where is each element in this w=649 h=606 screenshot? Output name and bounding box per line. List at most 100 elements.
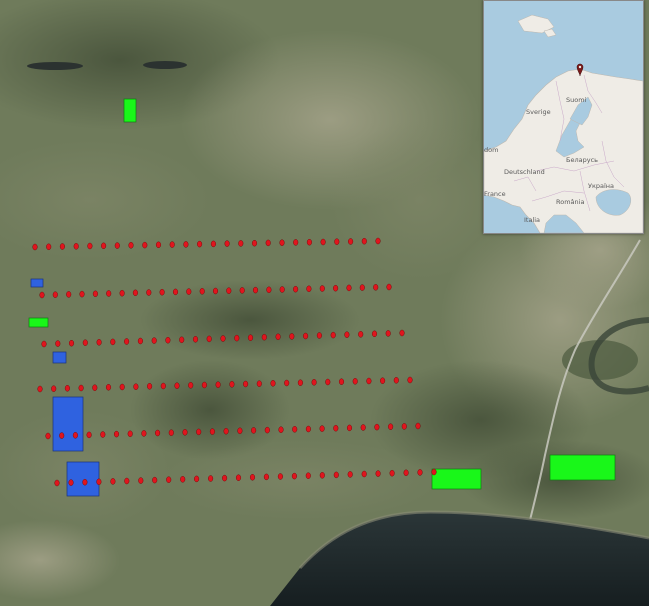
- sample-point[interactable]: [279, 286, 285, 293]
- sample-point[interactable]: [385, 330, 391, 337]
- sample-point[interactable]: [293, 239, 299, 246]
- sample-point[interactable]: [311, 379, 317, 386]
- sample-point[interactable]: [132, 289, 138, 297]
- sample-point[interactable]: [389, 469, 395, 477]
- sample-point[interactable]: [234, 334, 240, 342]
- sample-point[interactable]: [374, 423, 380, 431]
- sample-point[interactable]: [182, 429, 188, 436]
- sample-point[interactable]: [346, 424, 353, 432]
- sample-point[interactable]: [330, 331, 336, 339]
- sample-point[interactable]: [68, 479, 74, 486]
- sample-point[interactable]: [293, 285, 299, 293]
- sample-point[interactable]: [371, 330, 378, 338]
- sample-point[interactable]: [247, 334, 254, 341]
- sample-point[interactable]: [223, 427, 229, 435]
- sample-point[interactable]: [186, 288, 192, 295]
- sample-point[interactable]: [119, 289, 125, 297]
- blue-plot[interactable]: [52, 396, 84, 452]
- sample-point[interactable]: [45, 432, 51, 440]
- blue-plot[interactable]: [52, 351, 67, 364]
- sample-point[interactable]: [373, 284, 379, 291]
- sample-point[interactable]: [100, 431, 106, 438]
- sample-point[interactable]: [51, 385, 57, 392]
- sample-point[interactable]: [235, 474, 242, 481]
- sample-point[interactable]: [297, 379, 303, 386]
- sample-point[interactable]: [119, 383, 125, 391]
- sample-point[interactable]: [375, 237, 381, 245]
- sample-point[interactable]: [319, 472, 325, 479]
- sample-point[interactable]: [73, 243, 79, 250]
- sample-point[interactable]: [159, 288, 165, 296]
- sample-point[interactable]: [133, 383, 139, 390]
- sample-point[interactable]: [137, 337, 143, 345]
- sample-point[interactable]: [124, 338, 130, 345]
- sample-point[interactable]: [172, 288, 179, 296]
- sample-point[interactable]: [208, 475, 214, 482]
- sample-point[interactable]: [138, 477, 144, 484]
- sample-point[interactable]: [146, 289, 152, 296]
- sample-point[interactable]: [168, 429, 174, 436]
- sample-point[interactable]: [388, 423, 394, 430]
- sample-point[interactable]: [210, 240, 216, 248]
- sample-point[interactable]: [292, 426, 298, 433]
- sample-point[interactable]: [197, 240, 203, 248]
- sample-point[interactable]: [55, 340, 61, 347]
- sample-point[interactable]: [72, 432, 78, 439]
- sample-point[interactable]: [151, 337, 157, 344]
- sample-point[interactable]: [251, 427, 257, 434]
- sample-point[interactable]: [147, 383, 153, 390]
- sample-point[interactable]: [305, 425, 311, 433]
- sample-point[interactable]: [238, 240, 244, 247]
- sample-point[interactable]: [361, 237, 367, 245]
- sample-point[interactable]: [417, 469, 423, 476]
- sample-point[interactable]: [110, 478, 116, 485]
- sample-point[interactable]: [215, 381, 221, 388]
- sample-point[interactable]: [256, 380, 262, 387]
- sample-point[interactable]: [101, 242, 107, 250]
- green-plot[interactable]: [549, 454, 616, 481]
- sample-point[interactable]: [263, 473, 269, 481]
- sample-point[interactable]: [333, 284, 339, 292]
- sample-point[interactable]: [306, 285, 312, 293]
- sample-point[interactable]: [284, 379, 290, 387]
- sample-point[interactable]: [266, 286, 272, 294]
- sample-point[interactable]: [68, 339, 75, 347]
- sample-point[interactable]: [229, 381, 235, 388]
- sample-point[interactable]: [380, 377, 386, 384]
- sample-point[interactable]: [183, 241, 189, 248]
- sample-point[interactable]: [209, 428, 215, 435]
- sample-point[interactable]: [199, 288, 205, 295]
- sample-point[interactable]: [64, 385, 70, 392]
- sample-point[interactable]: [142, 241, 148, 249]
- sample-point[interactable]: [113, 430, 120, 438]
- sample-point[interactable]: [114, 242, 120, 249]
- sample-point[interactable]: [196, 428, 202, 436]
- sample-point[interactable]: [206, 335, 212, 343]
- sample-point[interactable]: [333, 471, 339, 479]
- sample-point[interactable]: [306, 238, 312, 246]
- sample-point[interactable]: [249, 474, 256, 481]
- sample-point[interactable]: [39, 291, 45, 299]
- sample-point[interactable]: [226, 287, 232, 294]
- sample-point[interactable]: [220, 335, 226, 342]
- sample-point[interactable]: [251, 239, 258, 247]
- sample-point[interactable]: [346, 284, 352, 292]
- sample-point[interactable]: [82, 339, 88, 346]
- sample-point[interactable]: [358, 331, 364, 338]
- green-plot[interactable]: [28, 317, 49, 328]
- sample-point[interactable]: [201, 381, 207, 389]
- sample-point[interactable]: [401, 423, 407, 430]
- sample-point[interactable]: [188, 382, 194, 389]
- sample-point[interactable]: [291, 472, 297, 480]
- sample-point[interactable]: [399, 329, 405, 337]
- sample-point[interactable]: [289, 333, 295, 340]
- sample-point[interactable]: [32, 243, 38, 251]
- sample-point[interactable]: [166, 476, 172, 483]
- sample-point[interactable]: [180, 476, 186, 483]
- sample-point[interactable]: [124, 477, 130, 485]
- sample-point[interactable]: [261, 333, 267, 341]
- sample-point[interactable]: [79, 290, 85, 298]
- sample-point[interactable]: [96, 478, 102, 486]
- sample-point[interactable]: [54, 479, 60, 487]
